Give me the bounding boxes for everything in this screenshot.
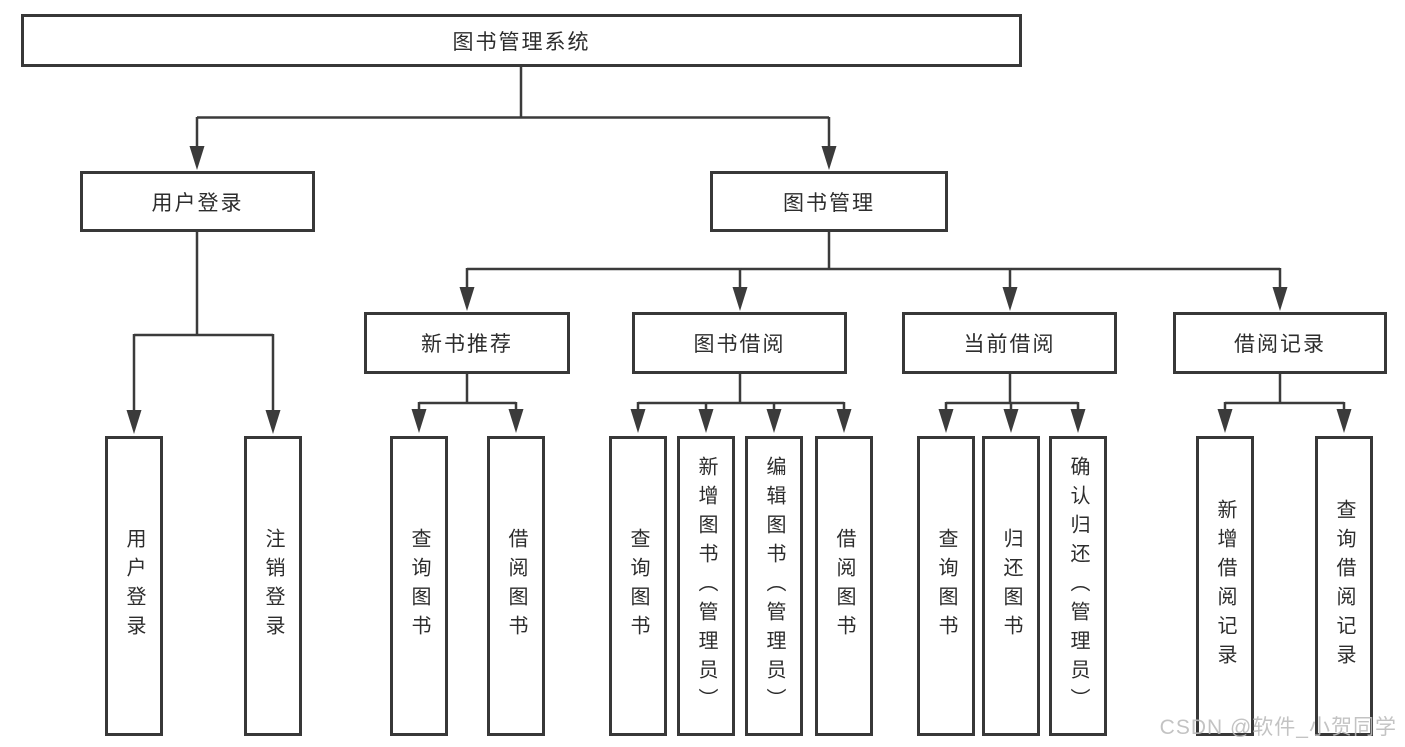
node-new-book-recommendation: 新书推荐	[364, 312, 570, 374]
leaf-borrow-books-recommend: 借阅图书	[487, 436, 545, 736]
leaf-add-book-admin: 新增图书（管理员）	[677, 436, 735, 736]
leaf-query-books-current: 查询图书	[917, 436, 975, 736]
node-user-login: 用户登录	[80, 171, 315, 232]
node-borrowing-records: 借阅记录	[1173, 312, 1387, 374]
leaf-query-books-recommend: 查询图书	[390, 436, 448, 736]
node-book-management: 图书管理	[710, 171, 948, 232]
leaf-confirm-return-admin: 确认归还（管理员）	[1049, 436, 1107, 736]
leaf-query-books-borrowing: 查询图书	[609, 436, 667, 736]
leaf-return-books: 归还图书	[982, 436, 1040, 736]
watermark: CSDN @软件_小贺同学	[1159, 716, 1397, 739]
leaf-edit-book-admin: 编辑图书（管理员）	[745, 436, 803, 736]
leaf-logout: 注销登录	[244, 436, 302, 736]
leaf-user-login: 用户登录	[105, 436, 163, 736]
leaf-query-borrow-record: 查询借阅记录	[1315, 436, 1373, 736]
node-book-borrowing: 图书借阅	[632, 312, 847, 374]
leaf-borrow-books-borrowing: 借阅图书	[815, 436, 873, 736]
leaf-add-borrow-record: 新增借阅记录	[1196, 436, 1254, 736]
node-library-management-system: 图书管理系统	[21, 14, 1022, 67]
node-current-borrowing: 当前借阅	[902, 312, 1117, 374]
